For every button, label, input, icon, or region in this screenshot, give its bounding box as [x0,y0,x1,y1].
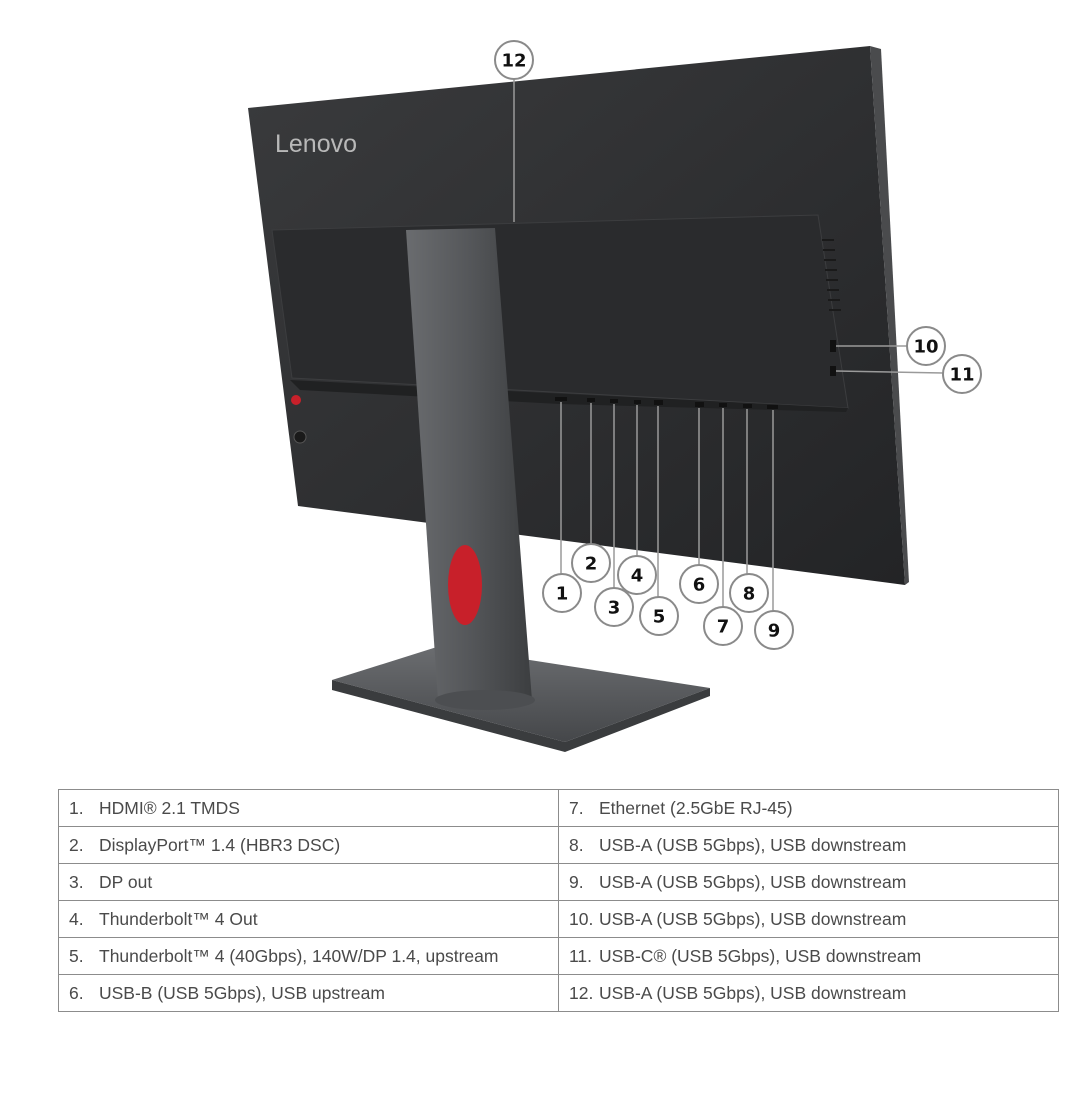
port-cell: 12.USB-A (USB 5Gbps), USB downstream [558,974,1059,1012]
power-button-icon [291,395,301,405]
callout-number: 12 [501,51,526,72]
cable-hole [448,545,482,625]
port-label: USB-C® (USB 5Gbps), USB downstream [599,945,922,966]
callout-circle [617,555,657,595]
callout-number: 11 [949,365,974,386]
callout-circle [679,564,719,604]
table-row: 6. USB-B (USB 5Gbps), USB upstream 12.USB-… [58,974,1059,1012]
leader-lines [513,79,944,611]
callout-10: 10 [906,326,946,366]
callout-number: 8 [743,584,756,605]
port-label: DisplayPort™ 1.4 (HBR3 DSC) [99,834,341,855]
callout-circle [703,606,743,646]
port-cell: 4. Thunderbolt™ 4 Out [58,900,559,938]
callout-1: 1 [542,573,582,613]
port-cell: 10.USB-A (USB 5Gbps), USB downstream [558,900,1059,938]
rear-housing [271,214,849,409]
callout-circle [571,543,611,583]
port-cell: 3. DP out [58,863,559,901]
callout-5: 5 [639,596,679,636]
port-number: 4. [69,908,84,929]
port-label: USB-A (USB 5Gbps), USB downstream [599,908,907,929]
bottom-ports [555,397,778,409]
stand-base-edge [332,680,710,752]
callout-circle [594,587,634,627]
callout-11: 11 [942,354,982,394]
port-cell: 2. DisplayPort™ 1.4 (HBR3 DSC) [58,826,559,864]
port-cell: 5. Thunderbolt™ 4 (40Gbps), 140W/DP 1.4, … [58,937,559,975]
port-number: 12. [569,982,594,1003]
port-label: USB-A (USB 5Gbps), USB downstream [599,871,907,892]
port-cell: 1. HDMI® 2.1 TMDS [58,789,559,827]
callout-circle [942,354,982,394]
port-number: 1. [69,797,84,818]
callout-circle [754,610,794,650]
callout-7: 7 [703,606,743,646]
port-label: USB-A (USB 5Gbps), USB downstream [599,834,907,855]
callout-8: 8 [729,573,769,613]
callout-number: 6 [693,575,706,596]
callout-number: 7 [717,617,730,638]
callout-number: 5 [653,607,666,628]
port-label: Thunderbolt™ 4 (40Gbps), 140W/DP 1.4, up… [99,945,499,966]
port-number: 7. [569,797,584,818]
lenovo-logo: Lenovo [275,130,357,158]
port-label: USB-A (USB 5Gbps), USB downstream [599,982,907,1003]
callout-circle [729,573,769,613]
port-number: 5. [69,945,84,966]
ports-table: 1. HDMI® 2.1 TMDS 7. Ethernet (2.5GbE RJ-45… [58,789,1059,1012]
callout-12: 12 [494,40,534,80]
port-cell: 8. USB-A (USB 5Gbps), USB downstream [558,826,1059,864]
callout-6: 6 [679,564,719,604]
callout-2: 2 [571,543,611,583]
port-number: 3. [69,871,84,892]
table-row: 4. Thunderbolt™ 4 Out 10.USB-A (USB 5Gbps)… [58,900,1059,938]
port-number: 6. [69,982,84,1003]
port-label: Ethernet (2.5GbE RJ-45) [599,797,793,818]
port-label: DP out [99,871,153,892]
port-number: 10. [569,908,594,929]
vent-grille [822,239,841,311]
table-row: 3. DP out 9. USB-A (USB 5Gbps), USB downstr… [58,863,1059,901]
table-row: 1. HDMI® 2.1 TMDS 7. Ethernet (2.5GbE RJ-45… [58,789,1059,827]
side-ports [830,340,836,376]
callout-circle [906,326,946,366]
callout-number: 3 [608,598,621,619]
port-cell: 9. USB-A (USB 5Gbps), USB downstream [558,863,1059,901]
callout-number: 2 [585,554,598,575]
callout-circle [494,40,534,80]
monitor-rear-diagram: Lenovo 12 10 11 [248,40,982,752]
port-cell: 11. USB-C® (USB 5Gbps), USB downstream [558,937,1059,975]
callout-number: 9 [768,621,781,642]
callout-4: 4 [617,555,657,595]
callout-number: 4 [631,566,644,587]
callout-number: 10 [913,337,938,358]
port-number: 8. [569,834,584,855]
port-cell: 7. Ethernet (2.5GbE RJ-45) [558,789,1059,827]
table-row: 5. Thunderbolt™ 4 (40Gbps), 140W/DP 1.4, … [58,937,1059,975]
port-number: 11. [569,945,593,966]
port-number: 9. [569,871,584,892]
callout-circle [639,596,679,636]
port-number: 2. [69,834,84,855]
port-label: Thunderbolt™ 4 Out [99,908,258,929]
callout-number: 1 [556,584,569,605]
monitor-edge [870,46,909,585]
port-label: USB-B (USB 5Gbps), USB upstream [99,982,385,1003]
joystick-icon [293,430,307,444]
callout-3: 3 [594,587,634,627]
stand-base-collar [435,690,535,710]
port-label: HDMI® 2.1 TMDS [99,797,240,818]
table-row: 2. DisplayPort™ 1.4 (HBR3 DSC) 8. USB-A (US… [58,826,1059,864]
callout-9: 9 [754,610,794,650]
stand-neck [406,228,532,700]
callout-circle [542,573,582,613]
port-cell: 6. USB-B (USB 5Gbps), USB upstream [58,974,559,1012]
